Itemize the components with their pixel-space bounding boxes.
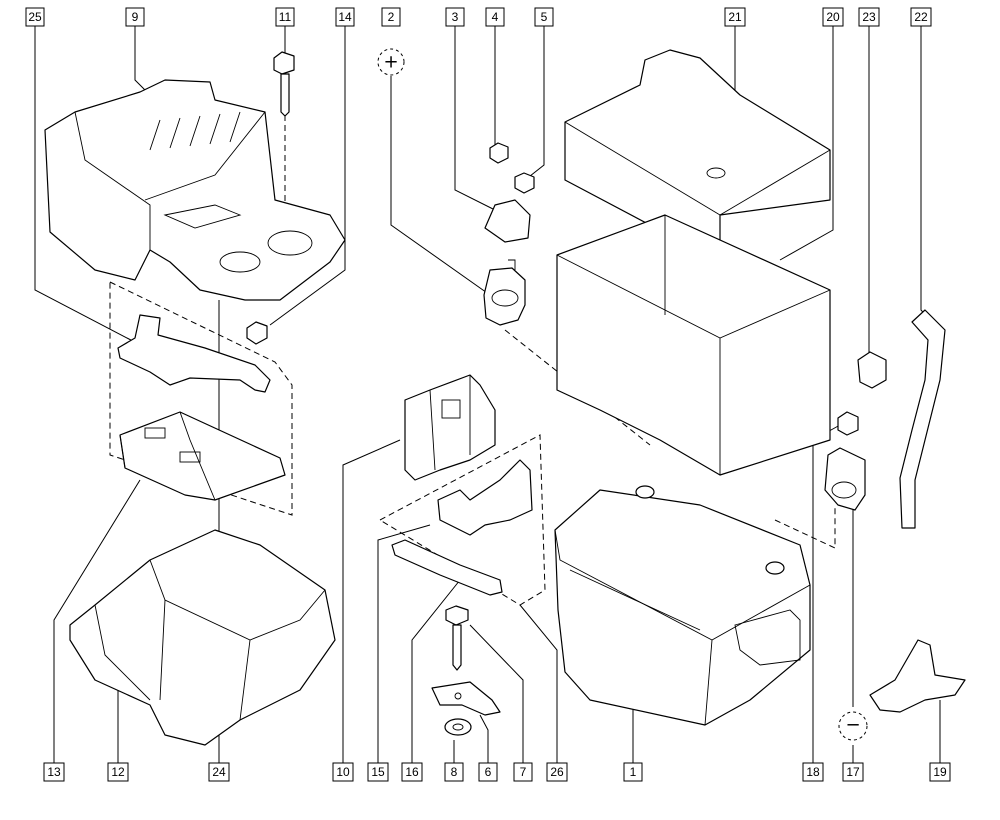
callout-19: 19 [929, 762, 951, 782]
svg-text:7: 7 [520, 765, 527, 779]
callout-12: 12 [107, 762, 129, 782]
terminal-nut [489, 142, 509, 164]
svg-text:+: + [383, 52, 398, 73]
callout-4: 4 [485, 7, 505, 27]
nut [246, 321, 268, 345]
upper-battery-tray [44, 79, 346, 301]
lower-battery-tray [69, 529, 336, 746]
callout-20: 20 [822, 7, 844, 27]
svg-text:3: 3 [452, 10, 459, 24]
battery [554, 485, 811, 726]
svg-text:9: 9 [132, 10, 139, 24]
fuse-box [119, 411, 286, 501]
svg-text:24: 24 [212, 765, 226, 779]
bolt [273, 51, 295, 117]
svg-text:11: 11 [279, 10, 292, 24]
bracket-plate [117, 314, 271, 393]
battery-insulation-box [556, 214, 831, 476]
negative-terminal-clamp [824, 447, 866, 511]
terminal-nut-small [514, 172, 535, 194]
svg-text:5: 5 [541, 10, 548, 24]
svg-text:20: 20 [826, 10, 840, 24]
callout-22: 22 [910, 7, 932, 27]
callout-15: 15 [367, 762, 389, 782]
clamp-strip [391, 539, 503, 596]
vent-hose [899, 309, 946, 529]
svg-text:23: 23 [862, 10, 876, 24]
negative-nut [837, 411, 859, 436]
svg-text:22: 22 [914, 10, 928, 24]
svg-text:12: 12 [111, 765, 125, 779]
callout-13: 13 [43, 762, 65, 782]
callout-8: 8 [444, 762, 464, 782]
callout-16: 16 [401, 762, 423, 782]
terminal-connector [484, 199, 531, 243]
callout-23: 23 [858, 7, 880, 27]
callout-3: 3 [445, 7, 465, 27]
callout-21: 21 [724, 7, 746, 27]
svg-text:26: 26 [550, 765, 564, 779]
callout-18: 18 [802, 762, 824, 782]
callout-11: 11 [275, 7, 295, 27]
svg-text:2: 2 [388, 10, 395, 24]
callout-5: 5 [534, 7, 554, 27]
svg-text:4: 4 [492, 10, 499, 24]
callout-6: 6 [478, 762, 498, 782]
callout-26: 26 [546, 762, 568, 782]
clamp-plate [431, 681, 501, 716]
svg-text:17: 17 [846, 765, 860, 779]
callout-9: 9 [125, 7, 145, 27]
svg-text:13: 13 [47, 765, 61, 779]
positive-terminal-marker: + [377, 48, 405, 76]
ground-strap-connector [869, 639, 966, 713]
clip [857, 351, 887, 389]
mounting-bracket [437, 459, 533, 536]
svg-text:6: 6 [485, 765, 492, 779]
svg-text:−: − [845, 715, 860, 736]
callout-7: 7 [513, 762, 533, 782]
clamp-bolt [445, 605, 469, 671]
washer [444, 718, 472, 736]
negative-terminal-marker: − [838, 711, 868, 741]
svg-text:14: 14 [338, 10, 352, 24]
callout-1: 1 [623, 762, 643, 782]
svg-text:21: 21 [728, 10, 742, 24]
svg-text:10: 10 [336, 765, 350, 779]
svg-text:1: 1 [630, 765, 637, 779]
callout-10: 10 [332, 762, 354, 782]
callout-2: 2 [381, 7, 401, 27]
svg-text:16: 16 [405, 765, 419, 779]
svg-text:8: 8 [451, 765, 458, 779]
svg-text:25: 25 [28, 10, 42, 24]
positive-terminal-clamp [483, 259, 526, 326]
terminal-bracket-holder [404, 374, 496, 481]
svg-text:15: 15 [371, 765, 385, 779]
svg-text:18: 18 [806, 765, 820, 779]
svg-text:19: 19 [933, 765, 947, 779]
callout-14: 14 [335, 7, 355, 27]
callout-24: 24 [208, 762, 230, 782]
callout-17: 17 [842, 762, 864, 782]
callout-25: 25 [25, 7, 45, 27]
